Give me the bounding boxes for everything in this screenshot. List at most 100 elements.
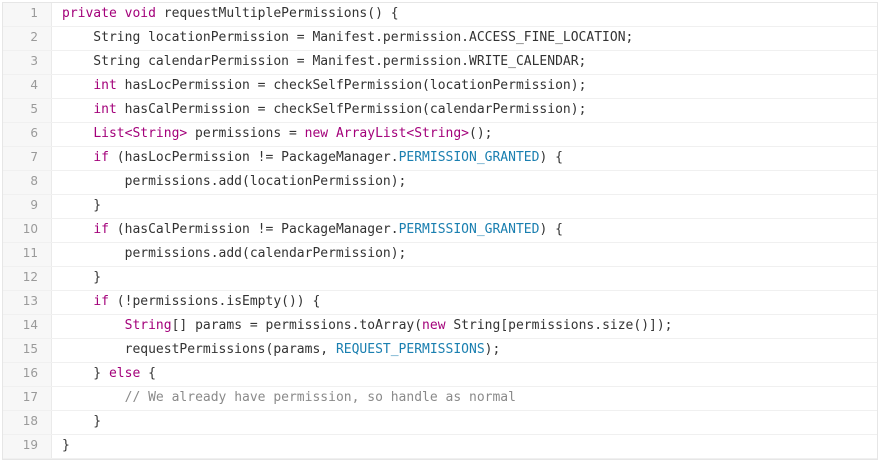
code-token [62, 78, 93, 93]
code-text: permissions.add(calendarPermission); [62, 244, 407, 264]
code-token: if [93, 222, 109, 237]
code-line: 9 } [3, 195, 877, 219]
code-token [62, 102, 93, 117]
code-token: } [62, 438, 70, 453]
code-text: } [62, 268, 101, 288]
line-number: 11 [22, 246, 38, 260]
code-token: permissions = [187, 126, 305, 141]
code-token: hasLocPermission = checkSelfPermission(l… [116, 78, 587, 93]
line-number: 2 [30, 30, 38, 44]
code-text: } [62, 436, 70, 456]
code-token [328, 126, 336, 141]
code-text: List<String> permissions = new ArrayList… [62, 124, 493, 144]
line-number: 15 [22, 342, 38, 356]
code-token: else [108, 366, 141, 381]
line-number: 9 [30, 198, 38, 212]
code-token: new [304, 126, 329, 141]
code-text: int hasLocPermission = checkSelfPermissi… [62, 76, 586, 96]
code-token [62, 126, 93, 141]
code-token: (!permissions.isEmpty()) { [108, 294, 321, 309]
code-token: (hasCalPermission != PackageManager. [108, 222, 399, 237]
code-token: } [62, 198, 102, 213]
code-token: (); [469, 126, 493, 141]
code-token: String calendarPermission = Manifest.per… [62, 54, 587, 69]
code-token: [] params = permissions.toArray( [171, 318, 423, 333]
code-token: new [422, 318, 446, 333]
line-number: 12 [22, 270, 38, 284]
code-token: String [124, 318, 172, 333]
code-token [62, 318, 125, 333]
code-text: if (hasLocPermission != PackageManager.P… [62, 148, 563, 168]
code-token: hasCalPermission = checkSelfPermission(c… [116, 102, 587, 117]
line-number: 6 [30, 126, 38, 140]
code-text: } [62, 412, 101, 432]
line-number: 3 [30, 54, 38, 68]
code-text: requestPermissions(params, REQUEST_PERMI… [62, 340, 501, 360]
line-number: 8 [30, 174, 38, 188]
code-line: 13 if (!permissions.isEmpty()) { [3, 291, 877, 315]
code-text: } else { [62, 364, 156, 384]
line-number: 18 [22, 414, 38, 428]
code-line: 3 String calendarPermission = Manifest.p… [3, 51, 877, 75]
code-token [62, 390, 125, 405]
code-token: } [62, 366, 109, 381]
code-token: // We already have permission, so handle… [124, 390, 516, 405]
code-line: 12 } [3, 267, 877, 291]
code-token: ) { [539, 150, 563, 165]
line-number: 16 [22, 366, 38, 380]
code-block: 1 private void requestMultiplePermissions… [2, 2, 878, 460]
code-line: 15 requestPermissions(params, REQUEST_PE… [3, 339, 877, 363]
line-number: 14 [22, 318, 38, 332]
code-token: permissions.add(locationPermission); [62, 174, 407, 189]
line-number: 1 [30, 6, 38, 20]
code-token: String[permissions.size()]); [445, 318, 673, 333]
code-token: REQUEST_PERMISSIONS [335, 342, 485, 357]
code-line: 4 int hasLocPermission = checkSelfPermis… [3, 75, 877, 99]
code-text: } [62, 196, 101, 216]
code-line: 17 // We already have permission, so han… [3, 387, 877, 411]
code-line: 19} [3, 435, 877, 459]
line-number: 10 [22, 222, 38, 236]
code-line: 2 String locationPermission = Manifest.p… [3, 27, 877, 51]
code-line: 1 private void requestMultiplePermissions… [3, 3, 877, 27]
line-number: 5 [30, 102, 38, 116]
code-token: (hasLocPermission != PackageManager. [108, 150, 399, 165]
code-text: String locationPermission = Manifest.per… [62, 28, 633, 48]
code-line: 14 String[] params = permissions.toArray… [3, 315, 877, 339]
code-line: 7 if (hasLocPermission != PackageManager… [3, 147, 877, 171]
code-text: String[] params = permissions.toArray(ne… [62, 316, 673, 336]
code-text: if (hasCalPermission != PackageManager.P… [62, 220, 563, 240]
line-number: 19 [22, 438, 38, 452]
line-number: 4 [30, 78, 38, 92]
code-text: private void requestMultiplePermissions(… [62, 4, 399, 24]
code-token: } [62, 414, 102, 429]
code-token [62, 150, 93, 165]
code-token: private void [62, 6, 156, 21]
code-text: // We already have permission, so handle… [62, 388, 516, 408]
code-token [62, 222, 93, 237]
code-line: 16 } else { [3, 363, 877, 387]
code-token: List<String> [93, 126, 188, 141]
code-token: ArrayList<String> [335, 126, 470, 141]
code-token: int [93, 102, 117, 117]
code-token: requestPermissions(params, [62, 342, 336, 357]
code-text: String calendarPermission = Manifest.per… [62, 52, 586, 72]
code-text: int hasCalPermission = checkSelfPermissi… [62, 100, 586, 120]
code-line: 10 if (hasCalPermission != PackageManage… [3, 219, 877, 243]
line-number: 13 [22, 294, 38, 308]
code-line: 8 permissions.add(locationPermission); [3, 171, 877, 195]
code-text: if (!permissions.isEmpty()) { [62, 292, 320, 312]
code-line: 18 } [3, 411, 877, 435]
line-number-gutter [3, 3, 52, 459]
code-token: PERMISSION_GRANTED [398, 222, 540, 237]
code-token: int [93, 78, 117, 93]
code-token: ) { [539, 222, 563, 237]
code-line: 5 int hasCalPermission = checkSelfPermis… [3, 99, 877, 123]
code-token: PERMISSION_GRANTED [398, 150, 540, 165]
code-token: ); [484, 342, 501, 357]
code-token: requestMultiplePermissions() { [155, 6, 399, 21]
code-token: if [93, 150, 109, 165]
line-number: 7 [30, 150, 38, 164]
code-token: if [93, 294, 109, 309]
code-line: 11 permissions.add(calendarPermission); [3, 243, 877, 267]
